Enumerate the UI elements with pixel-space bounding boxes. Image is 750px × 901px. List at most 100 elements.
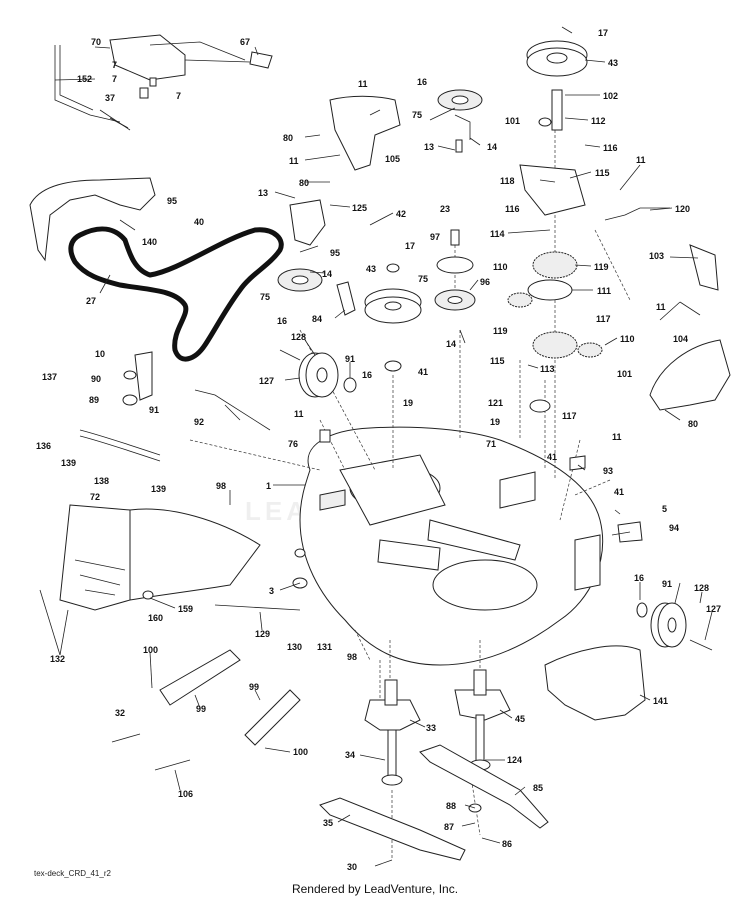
lower-linkage xyxy=(111,548,308,771)
callout-14: 14 xyxy=(322,269,332,279)
callout-7: 7 xyxy=(176,91,181,101)
blade-left xyxy=(319,797,466,861)
callout-103: 103 xyxy=(649,251,664,261)
callout-116: 116 xyxy=(505,204,520,214)
callout-91: 91 xyxy=(149,405,159,415)
callout-7: 7 xyxy=(112,74,117,84)
callout-125: 125 xyxy=(352,203,367,213)
callout-131: 131 xyxy=(317,642,332,652)
idler-bracket-assembly xyxy=(277,89,483,316)
discharge-chute xyxy=(59,504,261,611)
callout-136: 136 xyxy=(36,441,51,451)
callout-13: 13 xyxy=(258,188,268,198)
callout-27: 27 xyxy=(86,296,96,306)
callout-13: 13 xyxy=(424,142,434,152)
belt-cover-left xyxy=(29,177,156,262)
callout-11: 11 xyxy=(294,409,304,419)
callout-110: 110 xyxy=(493,262,508,272)
callout-102: 102 xyxy=(603,91,618,101)
callout-104: 104 xyxy=(673,334,688,344)
callout-41: 41 xyxy=(418,367,428,377)
drive-belt xyxy=(68,226,284,362)
callout-85: 85 xyxy=(533,783,543,793)
callout-100: 100 xyxy=(293,747,308,757)
mower-deck-housing xyxy=(299,426,604,666)
callout-72: 72 xyxy=(90,492,100,502)
gear-plate xyxy=(519,164,586,216)
callout-99: 99 xyxy=(196,704,206,714)
callout-16: 16 xyxy=(417,77,427,87)
callout-152: 152 xyxy=(77,74,92,84)
callout-124: 124 xyxy=(507,755,522,765)
callout-106: 106 xyxy=(178,789,193,799)
callout-33: 33 xyxy=(426,723,436,733)
callout-140: 140 xyxy=(142,237,157,247)
left-hardware xyxy=(79,349,551,462)
callout-93: 93 xyxy=(603,466,613,476)
callout-11: 11 xyxy=(289,156,299,166)
callout-98: 98 xyxy=(347,652,357,662)
wheel-right xyxy=(636,602,713,651)
cover-bracket xyxy=(689,244,719,291)
callout-75: 75 xyxy=(418,274,428,284)
callout-88: 88 xyxy=(446,801,456,811)
callout-34: 34 xyxy=(345,750,355,760)
callout-16: 16 xyxy=(277,316,287,326)
callout-16: 16 xyxy=(634,573,644,583)
callout-35: 35 xyxy=(323,818,333,828)
blade-right xyxy=(419,744,549,829)
callout-11: 11 xyxy=(636,155,646,165)
callout-118: 118 xyxy=(500,176,515,186)
callout-80: 80 xyxy=(299,178,309,188)
spindle-right xyxy=(454,669,511,771)
callout-labels: 17 43 102 101 112 116 118 115 11 116 120… xyxy=(36,28,721,872)
callout-128: 128 xyxy=(694,583,709,593)
callout-115: 115 xyxy=(490,356,505,366)
callout-128: 128 xyxy=(291,332,306,342)
callout-92: 92 xyxy=(194,417,204,427)
callout-119: 119 xyxy=(594,262,609,272)
callout-11: 11 xyxy=(656,302,666,312)
callout-91: 91 xyxy=(345,354,355,364)
callout-3: 3 xyxy=(269,586,274,596)
spindle-pulley-center xyxy=(364,263,422,324)
callout-94: 94 xyxy=(669,523,679,533)
callout-23: 23 xyxy=(440,204,450,214)
callout-86: 86 xyxy=(502,839,512,849)
callout-110: 110 xyxy=(620,334,635,344)
callout-43: 43 xyxy=(608,58,618,68)
callout-139: 139 xyxy=(61,458,76,468)
callout-45: 45 xyxy=(515,714,525,724)
callout-97: 97 xyxy=(430,232,440,242)
callout-19: 19 xyxy=(403,398,413,408)
callout-100: 100 xyxy=(143,645,158,655)
leader-lines xyxy=(39,26,713,867)
callout-14: 14 xyxy=(446,339,456,349)
belt-cover-right xyxy=(649,339,731,411)
drawing-code: tex-deck_CRD_41_r2 xyxy=(34,869,111,878)
callout-89: 89 xyxy=(89,395,99,405)
control-rod xyxy=(604,207,670,221)
callout-16: 16 xyxy=(362,370,372,380)
callout-75: 75 xyxy=(260,292,270,302)
callout-105: 105 xyxy=(385,154,400,164)
callout-159: 159 xyxy=(178,604,193,614)
gear-set xyxy=(507,251,603,359)
callout-121: 121 xyxy=(488,398,503,408)
callout-75: 75 xyxy=(412,110,422,120)
callout-67: 67 xyxy=(240,37,250,47)
callout-99: 99 xyxy=(249,682,259,692)
callout-1: 1 xyxy=(266,481,271,491)
callout-17: 17 xyxy=(405,241,415,251)
callout-95: 95 xyxy=(330,248,340,258)
callout-101: 101 xyxy=(617,369,632,379)
callout-70: 70 xyxy=(91,37,101,47)
callout-129: 129 xyxy=(255,629,270,639)
callout-41: 41 xyxy=(614,487,624,497)
callout-71: 71 xyxy=(486,439,496,449)
callout-80: 80 xyxy=(283,133,293,143)
callout-119: 119 xyxy=(493,326,508,336)
callout-95: 95 xyxy=(167,196,177,206)
callout-84: 84 xyxy=(312,314,322,324)
